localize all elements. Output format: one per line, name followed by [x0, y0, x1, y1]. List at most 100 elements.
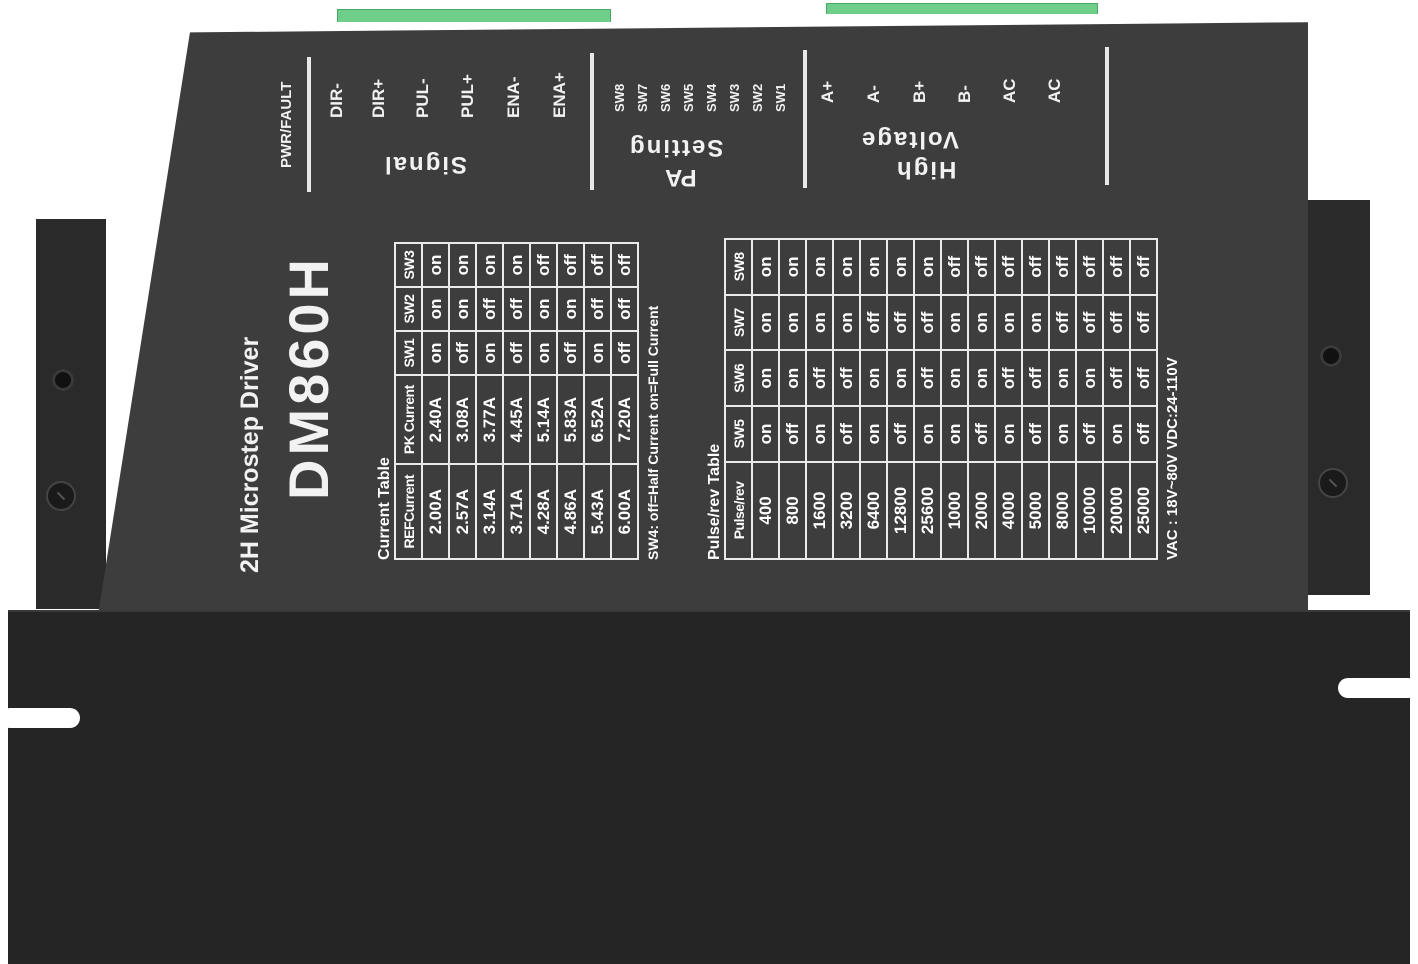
pin-label: ENA+: [550, 72, 569, 118]
cell: 3.71A: [503, 464, 530, 559]
cell: off: [968, 239, 995, 295]
cell: on: [914, 239, 941, 295]
cell: on: [752, 406, 779, 462]
cell: off: [503, 287, 530, 332]
cell: 4.45A: [503, 375, 530, 465]
cell: off: [1022, 239, 1049, 295]
pin-label: PUL+: [458, 74, 477, 118]
cell: 3.14A: [476, 464, 503, 559]
cell: 3.77A: [476, 375, 503, 465]
dip-label: SW4: [704, 83, 719, 112]
cell: on: [941, 294, 968, 351]
pa-setting-title-2: Setting: [628, 134, 724, 161]
cell: off: [1103, 350, 1130, 407]
pwr-fault-label: PWR/FAULT: [278, 81, 295, 168]
table-header-row: REFCurrent PK Current SW1 SW2 SW3: [395, 243, 422, 559]
cell: on: [530, 287, 557, 332]
cell: on: [914, 406, 941, 462]
cell: off: [449, 331, 476, 375]
cell: on: [995, 294, 1022, 351]
cell: 400: [752, 461, 779, 559]
cell: off: [557, 243, 584, 288]
mounting-slot: [0, 708, 80, 728]
cell: off: [1103, 239, 1130, 295]
cell: on: [422, 287, 449, 332]
signal-terminal-block: [337, 9, 611, 22]
cell: 2.00A: [422, 464, 449, 559]
cell: 4.86A: [557, 464, 584, 559]
table-header: SW6: [725, 350, 752, 407]
signal-title: Signal: [383, 151, 468, 178]
cell: 4.28A: [530, 464, 557, 559]
cell: 7.20A: [611, 375, 638, 465]
cell: on: [449, 287, 476, 332]
dip-label: SW8: [612, 83, 627, 112]
cell: on: [752, 239, 779, 295]
cell: 4000: [995, 461, 1022, 559]
cell: 6400: [860, 461, 887, 559]
mounting-hole: [1320, 345, 1342, 367]
cell: on: [422, 243, 449, 288]
cell: on: [530, 331, 557, 375]
cell: off: [557, 331, 584, 375]
table-header: REFCurrent: [395, 464, 422, 559]
cell: 6.52A: [584, 375, 611, 465]
cell: off: [530, 243, 557, 288]
table-header: SW1: [395, 331, 422, 375]
current-table-block: Current Table REFCurrent PK Current SW1 …: [376, 242, 661, 560]
power-terminal-block: [826, 3, 1098, 14]
cell: on: [1022, 294, 1049, 351]
pin-label: DIR+: [369, 78, 388, 118]
pin-label: PUL-: [413, 78, 432, 118]
cell: 3.08A: [449, 375, 476, 465]
pin-label: A+: [818, 80, 837, 103]
screw-icon: [1318, 468, 1348, 498]
pin-label: ENA-: [504, 76, 523, 118]
table-header: Pulse/rev: [725, 461, 752, 559]
cell: off: [584, 287, 611, 332]
divider: [590, 53, 594, 190]
pin-label: B+: [910, 80, 929, 103]
screw-icon: [46, 481, 76, 511]
pa-setting-title-1: PA: [665, 164, 697, 191]
table-header: SW8: [725, 239, 752, 295]
cell: 5.83A: [557, 375, 584, 465]
cell: off: [1049, 239, 1076, 295]
cell: 10000: [1076, 461, 1103, 559]
cell: on: [476, 331, 503, 375]
cell: on: [995, 406, 1022, 462]
cell: on: [779, 294, 806, 351]
cell: off: [503, 331, 530, 375]
cell: 8000: [1049, 461, 1076, 559]
cell: off: [779, 406, 806, 462]
cell: on: [833, 294, 860, 351]
dip-label: SW3: [727, 83, 742, 112]
cell: off: [995, 350, 1022, 407]
pin-label: AC: [1045, 78, 1064, 103]
cell: on: [887, 350, 914, 407]
right-mounting-flange: [1300, 200, 1370, 595]
cell: on: [941, 350, 968, 407]
cell: on: [968, 294, 995, 351]
cell: on: [860, 350, 887, 407]
cell: off: [1130, 406, 1157, 462]
table-header: SW5: [725, 406, 752, 462]
cell: on: [503, 243, 530, 288]
cell: off: [611, 287, 638, 332]
dip-label: SW6: [658, 83, 673, 112]
cell: off: [995, 239, 1022, 295]
driver-front-heatsink: [0, 610, 1418, 964]
cell: off: [611, 331, 638, 375]
mounting-slot: [1338, 678, 1418, 698]
left-mounting-flange: [36, 219, 106, 609]
cell: off: [1022, 406, 1049, 462]
divider: [803, 50, 807, 188]
